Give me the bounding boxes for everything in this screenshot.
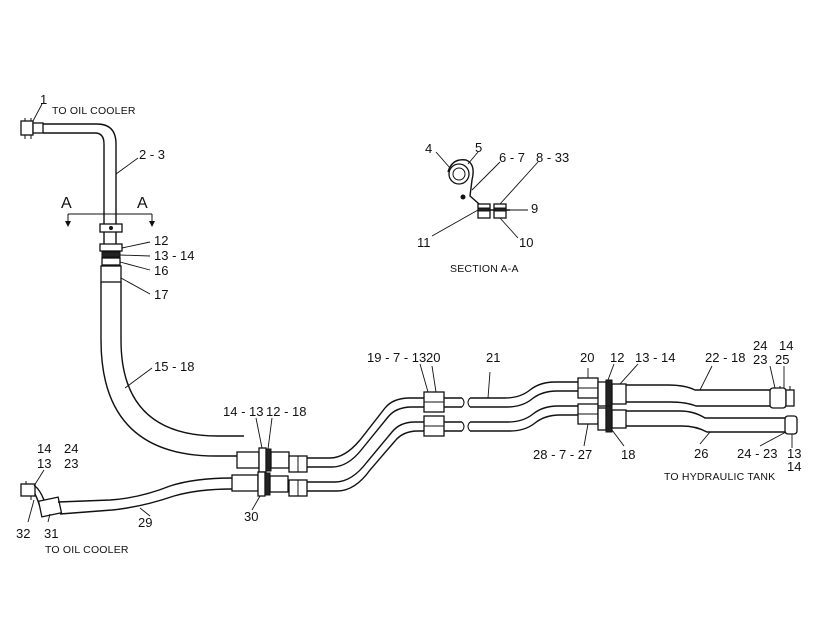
junction-block: [231, 447, 308, 497]
leader-lines: [27, 103, 793, 523]
line-lower-left: [20, 477, 233, 518]
callout-12-right: 12: [610, 350, 624, 365]
callout-20-left: 20: [426, 350, 440, 365]
callout-24-top: 24: [753, 338, 767, 353]
callout-18: 18: [621, 447, 635, 462]
oil-cooler-fitting-top: [20, 120, 34, 136]
hose-cross-section: [448, 163, 470, 185]
callout-12: 12: [154, 233, 168, 248]
callout-13-14-right: 13 - 14: [635, 350, 675, 365]
callout-1: 1: [40, 92, 47, 107]
callout-28-7-27: 28 - 7 - 27: [533, 447, 592, 462]
callout-31: 31: [44, 526, 58, 541]
callout-32: 32: [16, 526, 30, 541]
note-to-oil-cooler-top: TO OIL COOLER: [52, 105, 136, 117]
callout-15-18: 15 - 18: [154, 359, 194, 374]
note-to-oil-cooler-bottom: TO OIL COOLER: [45, 544, 129, 556]
hose-2-3-inner: [43, 132, 105, 226]
callout-13-14: 13 - 14: [154, 248, 194, 263]
hose-29-inner: [59, 488, 233, 515]
oil-cooler-flange-top: [32, 122, 44, 134]
junction-coupler-lower: [231, 474, 259, 492]
oil-cooler-fitting-bottom: [20, 483, 36, 497]
note-to-hydraulic-tank: TO HYDRAULIC TANK: [664, 471, 775, 483]
callout-4: 4: [425, 141, 432, 156]
callout-29: 29: [138, 515, 152, 530]
line-upper-left: [20, 118, 244, 457]
callout-12-18: 12 - 18: [266, 404, 306, 419]
fitting-16: [101, 257, 121, 266]
fitting-17: [100, 265, 122, 283]
hose-29-outer: [57, 477, 233, 503]
callout-23-top: 23: [753, 352, 767, 367]
section-mark-right: A: [137, 195, 148, 212]
callout-25: 25: [775, 352, 789, 367]
section-cut-a-a: [65, 213, 155, 227]
callout-17: 17: [154, 287, 168, 302]
callout-14-right: 14: [787, 459, 801, 474]
hose-15-18-inner: [120, 282, 244, 437]
callout-24-23: 24 - 23: [737, 446, 777, 461]
tank-fitting-upper: [769, 387, 787, 409]
labels: TO OIL COOLER TO OIL COOLER TO HYDRAULIC…: [16, 92, 801, 556]
fitting-13-14: [101, 251, 121, 258]
junction-coupler-upper: [236, 451, 260, 469]
callout-21: 21: [486, 350, 500, 365]
section-mark-left: A: [61, 195, 72, 212]
section-a-a-detail: [447, 159, 510, 219]
callout-13-right: 13: [787, 446, 801, 461]
callout-24-left: 24: [64, 441, 78, 456]
callout-9: 9: [531, 201, 538, 216]
tank-flange-upper: [785, 389, 795, 407]
callout-14-top: 14: [779, 338, 793, 353]
callout-14-left: 14: [37, 441, 51, 456]
hose-2-3-outer: [43, 123, 117, 226]
callout-26: 26: [694, 446, 708, 461]
callout-5: 5: [475, 140, 482, 155]
bracket-5: [447, 159, 510, 211]
callout-2-3: 2 - 3: [139, 147, 165, 162]
callout-19-7-13: 19 - 7 - 13: [367, 350, 426, 365]
lines-to-tank: [307, 377, 798, 492]
callout-11: 11: [417, 235, 431, 250]
callout-14-13: 14 - 13: [223, 404, 263, 419]
callout-30: 30: [244, 509, 258, 524]
callout-6-7: 6 - 7: [499, 150, 525, 165]
callout-16: 16: [154, 263, 168, 278]
callout-23-left: 23: [64, 456, 78, 471]
fitting-31: [37, 496, 63, 518]
tank-fitting-lower: [784, 415, 798, 435]
callout-10: 10: [519, 235, 533, 250]
fitting-12: [99, 243, 123, 252]
callout-20-right: 20: [580, 350, 594, 365]
hose-15-18-outer: [100, 282, 244, 457]
callout-22-18: 22 - 18: [705, 350, 745, 365]
callout-8-33: 8 - 33: [536, 150, 569, 165]
note-section-a-a: SECTION A-A: [450, 263, 519, 275]
callout-13-left: 13: [37, 456, 51, 471]
